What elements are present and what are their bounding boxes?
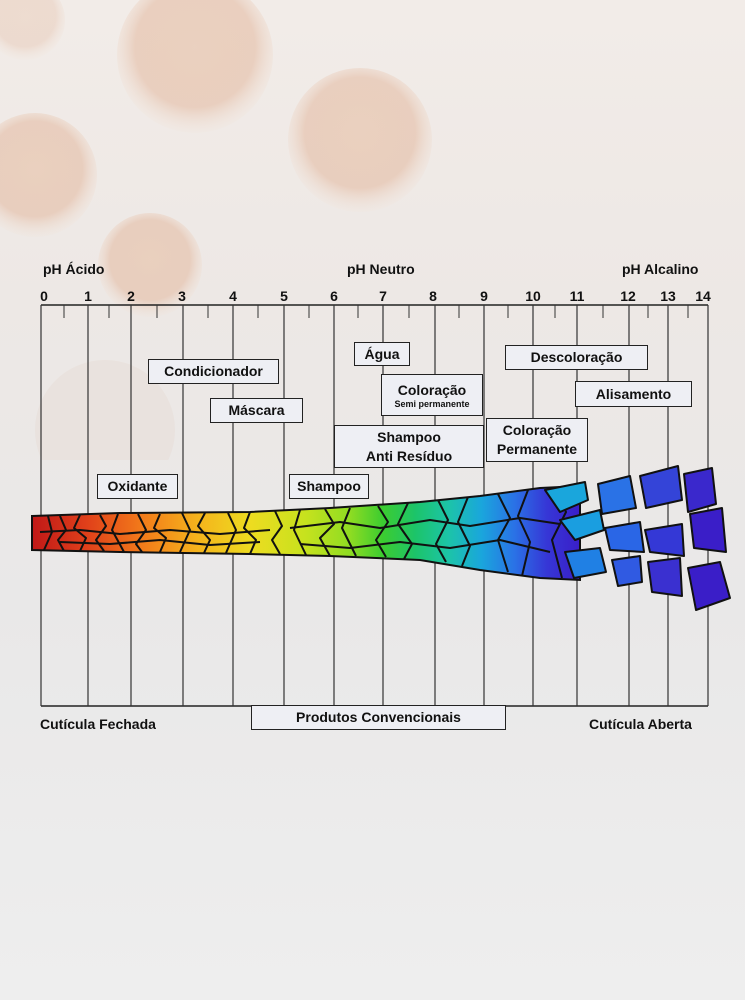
tick-label-6: 6 [330,288,338,304]
box-coloracao-permanente: Coloração Permanente [486,418,588,462]
oxidante-label: Oxidante [107,478,168,495]
coloracao-semi-sublabel: Semi permanente [394,398,470,409]
tick-label-4: 4 [229,288,237,304]
coloracao-semi-label: Coloração [397,381,467,398]
tick-label-0: 0 [40,288,48,304]
tick-label-14: 14 [695,288,711,304]
hair-open-scales [544,465,731,611]
descoloracao-label: Descoloração [530,349,623,366]
tick-label-5: 5 [280,288,288,304]
condicionador-label: Condicionador [164,363,263,380]
tick-label-3: 3 [178,288,186,304]
tick-label-8: 8 [429,288,437,304]
coloracao-perm-label-2: Permanente [496,441,578,457]
box-oxidante: Oxidante [97,474,178,499]
box-alisamento: Alisamento [575,381,692,407]
produtos-convencionais-label: Produtos Convencionais [296,709,461,726]
acid-label: pH Ácido [43,261,105,277]
box-descoloracao: Descoloração [505,345,648,370]
shampoo-anti-label-2: Anti Resíduo [365,447,453,464]
minor-ticks [63,305,689,318]
tick-label-7: 7 [379,288,387,304]
box-coloracao-semi: Coloração Semi permanente [381,374,483,416]
box-shampoo: Shampoo [289,474,369,499]
box-condicionador: Condicionador [148,359,279,384]
box-agua: Água [354,342,410,366]
hair-cuticle-cracks [39,487,567,579]
shampoo-label: Shampoo [297,478,361,495]
tick-label-10: 10 [525,288,541,304]
agua-label: Água [364,345,400,362]
alkaline-label: pH Alcalino [622,261,699,277]
cuticle-open-label: Cutícula Aberta [589,716,692,732]
tick-label-13: 13 [660,288,676,304]
tick-label-9: 9 [480,288,488,304]
shampoo-anti-label-1: Shampoo [377,428,441,445]
cuticle-closed-label: Cutícula Fechada [40,716,156,732]
tick-label-2: 2 [127,288,135,304]
tick-label-11: 11 [569,288,585,304]
mascara-label: Máscara [228,402,285,419]
coloracao-perm-label-1: Coloração [502,422,572,439]
box-mascara: Máscara [210,398,303,423]
tick-label-1: 1 [84,288,92,304]
tick-label-12: 12 [620,288,636,304]
alisamento-label: Alisamento [595,385,672,402]
box-produtos-convencionais: Produtos Convencionais [251,705,506,730]
neutral-label: pH Neutro [347,261,415,277]
box-shampoo-anti-residuo: Shampoo Anti Resíduo [334,425,484,468]
